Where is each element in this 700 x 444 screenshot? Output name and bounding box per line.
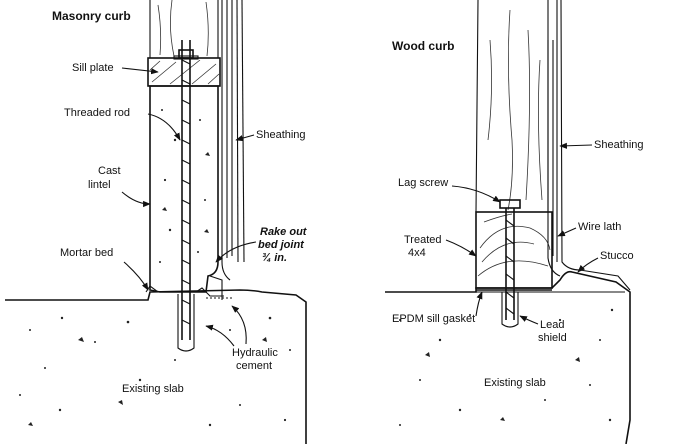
masonry-label-rake-out-1: Rake out <box>260 226 308 238</box>
masonry-label-existing-slab: Existing slab <box>122 383 184 395</box>
wood-label-epdm: EPDM sill gasket <box>392 313 475 325</box>
masonry-label-rake-out-3: ¾ in. <box>262 252 287 264</box>
wood-lag-screw <box>499 199 521 328</box>
masonry-title: Masonry curb <box>52 9 131 23</box>
wood-label-size: 4x4 <box>408 247 426 259</box>
wood-label-lead: Lead <box>540 319 564 331</box>
wood-label-shield: shield <box>538 332 567 344</box>
wood-slab-speckle <box>399 308 614 426</box>
masonry-label-cast: Cast <box>98 165 121 177</box>
wood-existing-slab-shape <box>385 270 631 444</box>
wood-label-lag-screw: Lag screw <box>398 177 448 189</box>
masonry-threaded-rod <box>173 40 199 352</box>
wood-label-treated: Treated <box>404 234 442 246</box>
wood-label-wire-lath: Wire lath <box>578 221 621 233</box>
masonry-mortar-bed <box>145 285 224 297</box>
masonry-existing-slab-shape <box>5 289 307 444</box>
masonry-label-sheathing: Sheathing <box>256 129 306 141</box>
masonry-label-hydraulic: Hydraulic <box>232 347 278 359</box>
masonry-label-mortar-bed: Mortar bed <box>60 247 113 259</box>
wood-sheathing <box>547 0 561 277</box>
wood-title: Wood curb <box>392 39 454 53</box>
masonry-label-lintel: lintel <box>88 179 111 191</box>
masonry-label-cement: cement <box>236 360 272 372</box>
masonry-label-threaded-rod: Threaded rod <box>64 107 130 119</box>
wood-curb-drawing <box>385 0 631 444</box>
masonry-sheathing <box>221 0 245 281</box>
masonry-label-rake-out-2: bed joint <box>258 239 305 251</box>
masonry-slab-speckle <box>19 316 291 427</box>
masonry-wall-stud <box>149 0 219 58</box>
wood-label-sheathing: Sheathing <box>594 139 644 151</box>
masonry-label-sill-plate: Sill plate <box>72 62 114 74</box>
wood-label-stucco: Stucco <box>600 250 634 262</box>
masonry-curb-drawing <box>5 0 307 444</box>
wood-label-existing-slab: Existing slab <box>484 377 546 389</box>
